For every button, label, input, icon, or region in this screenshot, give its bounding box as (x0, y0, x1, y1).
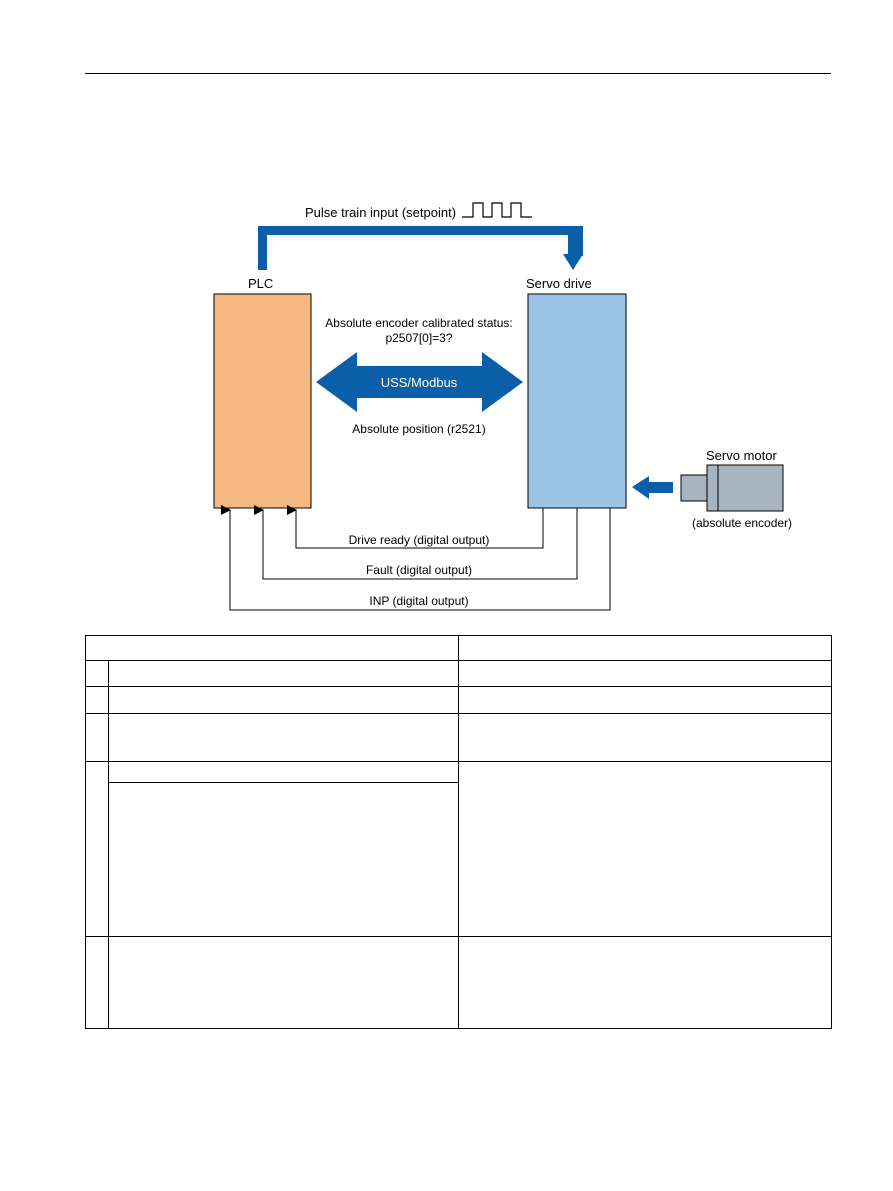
plc-title: PLC (248, 276, 273, 291)
pulse-train-arrow (258, 226, 583, 270)
table-cell (108, 782, 459, 937)
plc-block (213, 293, 312, 509)
fault-line (254, 505, 578, 580)
table-cell (458, 761, 832, 937)
table-row (86, 782, 832, 937)
motor-flange (706, 464, 719, 512)
encoder-status-parameter: p2507[0]=3? (385, 331, 452, 345)
table-row (85, 761, 832, 937)
table-cell (458, 686, 832, 714)
table-cell (458, 936, 832, 1029)
row-number-cell (85, 686, 109, 714)
table-row (85, 713, 832, 762)
motor-shaft (680, 474, 708, 502)
servo-drive-title: Servo drive (526, 276, 592, 291)
description-table (85, 635, 832, 1029)
uss-modbus-arrow (316, 352, 523, 412)
motor-to-drive-arrow (632, 476, 673, 499)
servo-motor-caption: (absolute encoder) (692, 516, 792, 530)
servo-drive-block (527, 293, 627, 509)
table-row (85, 686, 832, 714)
servo-motor-title: Servo motor (706, 448, 777, 463)
table-row (85, 660, 832, 687)
motor-body (717, 464, 784, 512)
table-cell (108, 761, 459, 783)
encoder-status-label: Absolute encoder calibrated status: (325, 316, 512, 330)
inp-label: INP (digital output) (369, 594, 468, 608)
table-cell (108, 660, 459, 687)
row-number-cell (85, 936, 109, 1029)
table-header-cell (85, 635, 459, 661)
table-cell (108, 686, 459, 714)
table-cell (108, 713, 459, 762)
uss-modbus-label: USS/Modbus (381, 375, 458, 390)
row-number-cell (85, 761, 109, 937)
table-row (85, 936, 832, 1029)
pulse-train-waveform (462, 202, 532, 218)
table-cell (458, 713, 832, 762)
row-number-cell (85, 660, 109, 687)
table-header-row (85, 635, 832, 661)
row-number-cell (85, 713, 109, 762)
fault-label: Fault (digital output) (366, 563, 472, 577)
pulse-train-label: Pulse train input (setpoint) (305, 205, 456, 220)
header-rule (85, 73, 831, 74)
absolute-position-label: Absolute position (r2521) (352, 422, 485, 436)
pulse-train-control-diagram: Pulse train input (setpoint) PLC Servo d… (213, 202, 792, 611)
table-header-cell (458, 635, 832, 661)
table-cell (458, 660, 832, 687)
drive-ready-label: Drive ready (digital output) (349, 533, 490, 547)
drive-ready-line (287, 505, 544, 549)
table-cell (108, 936, 459, 1029)
inp-line (221, 505, 611, 611)
